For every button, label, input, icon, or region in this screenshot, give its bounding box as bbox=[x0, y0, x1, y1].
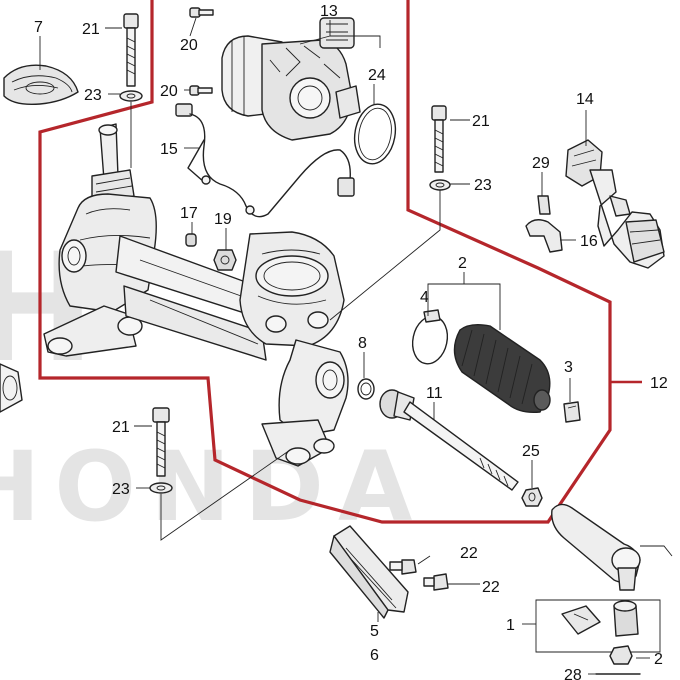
callout-15: 15 bbox=[160, 141, 178, 158]
callout-3: 3 bbox=[564, 359, 573, 376]
callout-2: 2 bbox=[458, 255, 467, 272]
part-wire-harness bbox=[175, 103, 355, 218]
callout-8: 8 bbox=[358, 335, 367, 352]
part-washer-lower-left bbox=[149, 482, 173, 494]
leader-lines bbox=[39, 17, 673, 675]
part-nut bbox=[213, 249, 237, 271]
callout-23-mid-right: 23 bbox=[474, 177, 492, 194]
callout-20-lower: 20 bbox=[160, 83, 178, 100]
part-assist-motor bbox=[221, 17, 361, 141]
callout-16: 16 bbox=[580, 233, 598, 250]
part-rack-boot bbox=[453, 323, 551, 414]
part-bolt-lower-left bbox=[152, 407, 170, 477]
part-washer-mid-right bbox=[429, 179, 451, 191]
part-bracket-stay bbox=[525, 219, 563, 253]
part-plug bbox=[185, 233, 197, 247]
part-protector-bolt-b bbox=[423, 573, 449, 591]
callout-22-upper: 22 bbox=[460, 545, 478, 562]
part-boot-clip bbox=[563, 401, 581, 423]
part-ball-joint-kit bbox=[535, 599, 661, 653]
callout-25: 25 bbox=[522, 443, 540, 460]
callout-21-top-left: 21 bbox=[82, 21, 100, 38]
part-rack-protector bbox=[329, 525, 409, 619]
part-bracket-bolt bbox=[537, 195, 551, 215]
callout-4: 4 bbox=[420, 289, 429, 306]
callout-21-lower-left: 21 bbox=[112, 419, 130, 436]
part-small-bolt-b bbox=[189, 85, 213, 96]
part-tie-rod-end bbox=[551, 503, 641, 591]
part-dust-seal bbox=[3, 64, 79, 106]
part-jam-nut bbox=[521, 487, 543, 507]
part-o-ring-large bbox=[353, 103, 397, 165]
assembly-outline bbox=[38, 0, 612, 524]
callout-21-mid-right: 21 bbox=[472, 113, 490, 130]
callout-20-upper: 20 bbox=[180, 37, 198, 54]
callout-23-lower-left: 23 bbox=[112, 481, 130, 498]
part-boot-clamp bbox=[411, 309, 449, 365]
callout-13: 13 bbox=[320, 3, 338, 20]
callout-24: 24 bbox=[368, 67, 386, 84]
callout-22-lower: 22 bbox=[482, 579, 500, 596]
callout-19: 19 bbox=[214, 211, 232, 228]
callout-1: 1 bbox=[506, 617, 515, 634]
callout-5: 5 bbox=[370, 623, 379, 640]
callout-29: 29 bbox=[532, 155, 550, 172]
part-bolt-top-left bbox=[123, 13, 139, 87]
part-protector-bolt-a bbox=[389, 559, 417, 575]
callout-12: 12 bbox=[650, 375, 668, 392]
part-small-bolt-a bbox=[189, 7, 214, 18]
part-inner-tie-rod bbox=[379, 389, 519, 491]
part-washer-top-left bbox=[119, 90, 143, 102]
callout-14: 14 bbox=[576, 91, 594, 108]
part-o-ring-small bbox=[357, 378, 375, 400]
callout-11: 11 bbox=[426, 385, 443, 402]
callout-2-bottom: 2 bbox=[654, 651, 663, 668]
watermark-word: HONDA bbox=[0, 431, 426, 543]
callout-labels: 7 21 23 20 20 13 24 15 17 19 21 23 2 4 8… bbox=[34, 3, 668, 680]
callout-23-top-left: 23 bbox=[84, 87, 102, 104]
callout-6: 6 bbox=[370, 647, 379, 664]
part-bolt-mid-right bbox=[431, 105, 447, 173]
callout-28: 28 bbox=[564, 667, 582, 680]
part-sensor-bracket bbox=[565, 139, 665, 269]
part-gearbox-housing bbox=[0, 123, 349, 467]
callout-17: 17 bbox=[180, 205, 198, 222]
part-castle-nut bbox=[609, 645, 633, 665]
callout-7: 7 bbox=[34, 19, 43, 36]
